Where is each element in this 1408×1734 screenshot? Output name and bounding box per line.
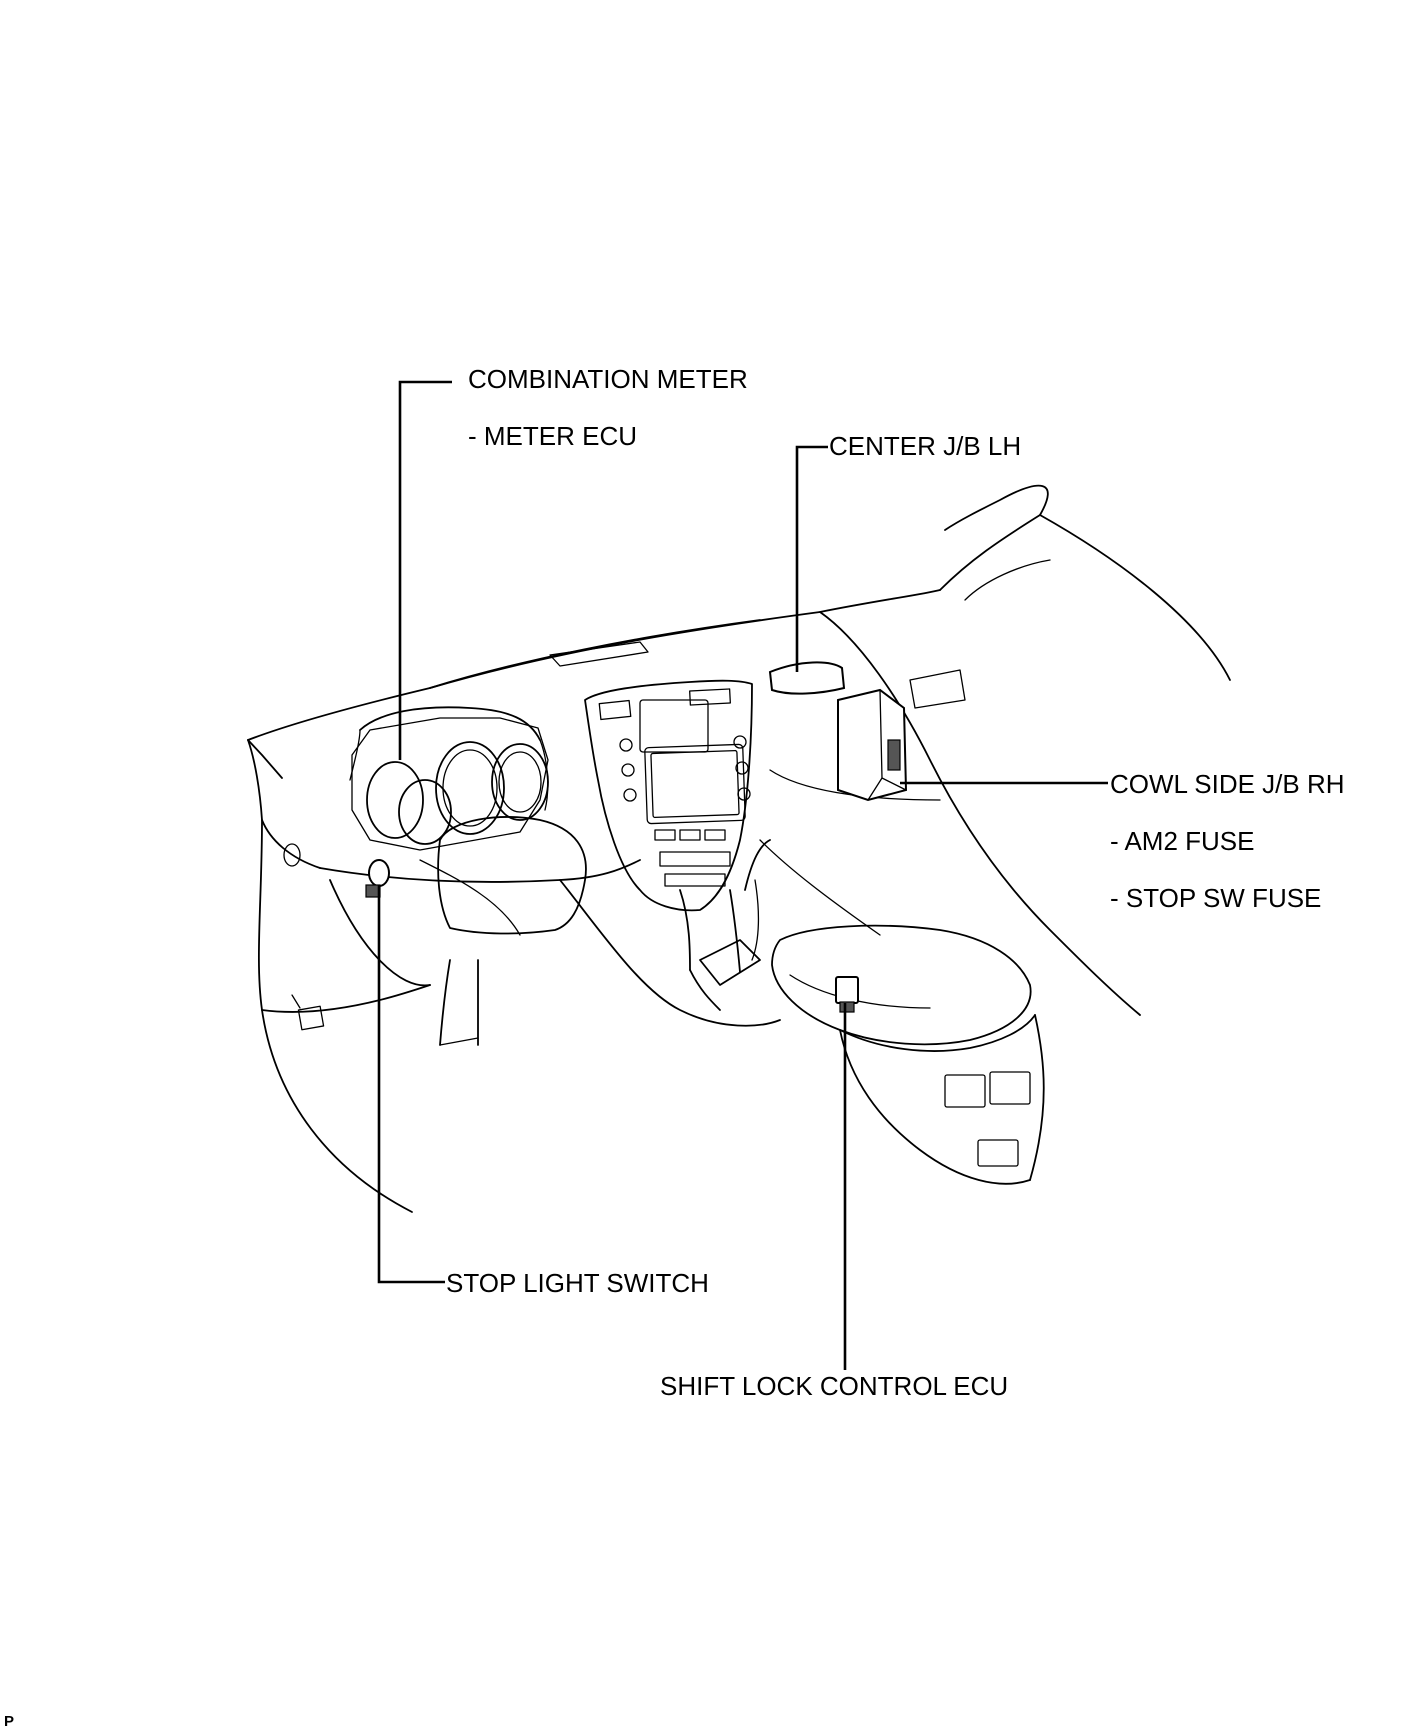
label-stop-sw-fuse: - STOP SW FUSE (1110, 883, 1321, 913)
leader-combination-meter (398, 380, 452, 760)
label-combination-meter: COMBINATION METER (468, 364, 748, 394)
leader-lines (377, 380, 1108, 1370)
center-jb-lh-part (768, 661, 846, 695)
leader-stop-light-switch (377, 885, 445, 1284)
corner-mark: P (4, 1713, 14, 1730)
label-cowl-side-jb-rh: COWL SIDE J/B RH (1110, 769, 1345, 799)
label-am2-fuse: - AM2 FUSE (1110, 826, 1254, 856)
cowl-side-jb-rh-part (837, 688, 908, 802)
dashboard-illustration (247, 484, 1231, 1213)
label-center-jb-lh: CENTER J/B LH (829, 431, 1021, 461)
label-shift-lock-control-ecu: SHIFT LOCK CONTROL ECU (660, 1371, 1008, 1401)
label-stop-light-switch: STOP LIGHT SWITCH (446, 1268, 709, 1298)
stop-light-switch-part (365, 859, 390, 898)
callout-labels: COMBINATION METER - METER ECU CENTER J/B… (4, 364, 1345, 1730)
shift-lock-control-ecu-part (835, 976, 859, 1013)
leader-center-jb-lh (795, 445, 828, 672)
label-meter-ecu: - METER ECU (468, 421, 637, 451)
